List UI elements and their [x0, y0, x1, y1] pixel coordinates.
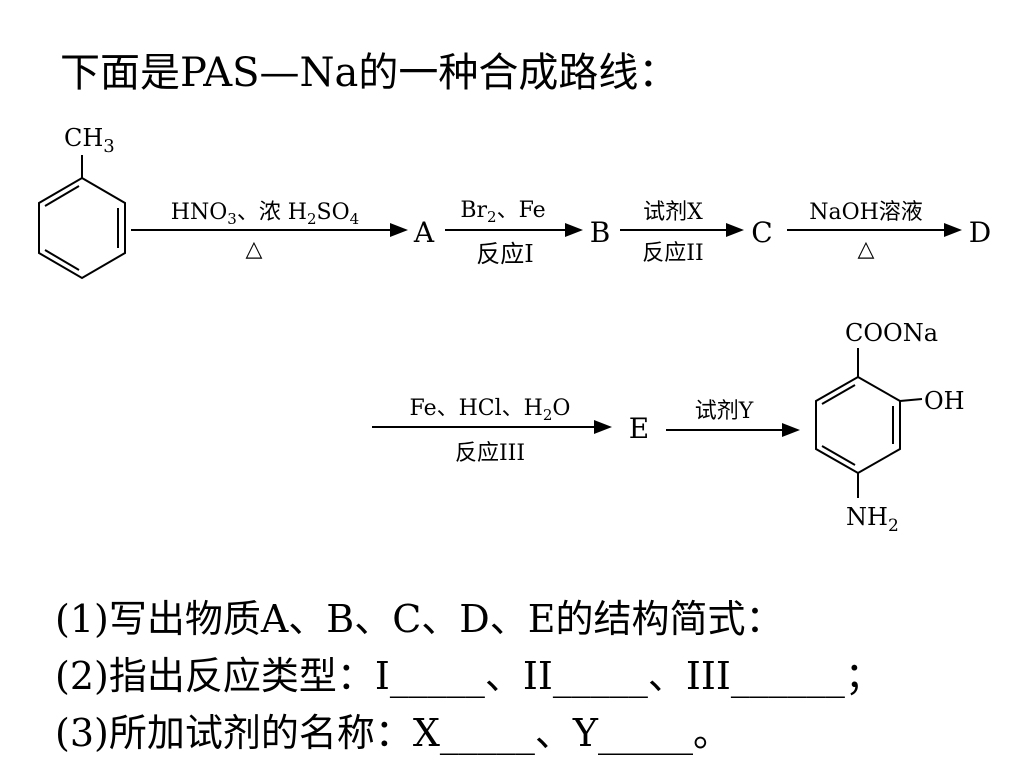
- step-5-reagent-top: Fe、HCl、H2O: [410, 396, 571, 424]
- pas-na-ring: [815, 348, 923, 498]
- step-1-reagent-bottom: △: [246, 237, 263, 262]
- oh-label: OH: [924, 387, 965, 415]
- step-2-reagent-top: Br2、Fe: [460, 198, 545, 226]
- step-4-reagent-bottom: △: [858, 237, 875, 262]
- step-3-reagent-bottom: 反应II: [642, 241, 703, 266]
- product-e: E: [629, 412, 649, 445]
- step-6-reagent-top: 试剂Y: [695, 399, 754, 424]
- nh2-label: NH2: [846, 503, 899, 536]
- product-c: C: [751, 216, 772, 249]
- ch3-label: CH3: [64, 124, 115, 157]
- question-2: (2)指出反应类型：I_____、II_____、III______；: [55, 654, 883, 698]
- question-1: (1)写出物质A、B、C、D、E的结构简式：: [55, 597, 784, 641]
- product-a: A: [413, 216, 435, 249]
- step-5-reagent-bottom: 反应III: [455, 441, 525, 466]
- step-4-reagent-top: NaOH溶液: [809, 200, 923, 225]
- question-3: (3)所加试剂的名称：X_____、Y_____。: [55, 711, 731, 755]
- page-title: 下面是PAS—Na的一种合成路线：: [60, 50, 679, 96]
- step-1-reagent-top: HNO3、浓 H2SO4: [171, 200, 359, 228]
- step-2-reagent-bottom: 反应I: [476, 240, 533, 268]
- toluene-ring: [38, 155, 126, 280]
- step-3-reagent-top: 试剂X: [643, 200, 703, 225]
- product-b: B: [590, 216, 611, 249]
- product-d: D: [969, 216, 991, 249]
- coona-label: COONa: [845, 319, 938, 347]
